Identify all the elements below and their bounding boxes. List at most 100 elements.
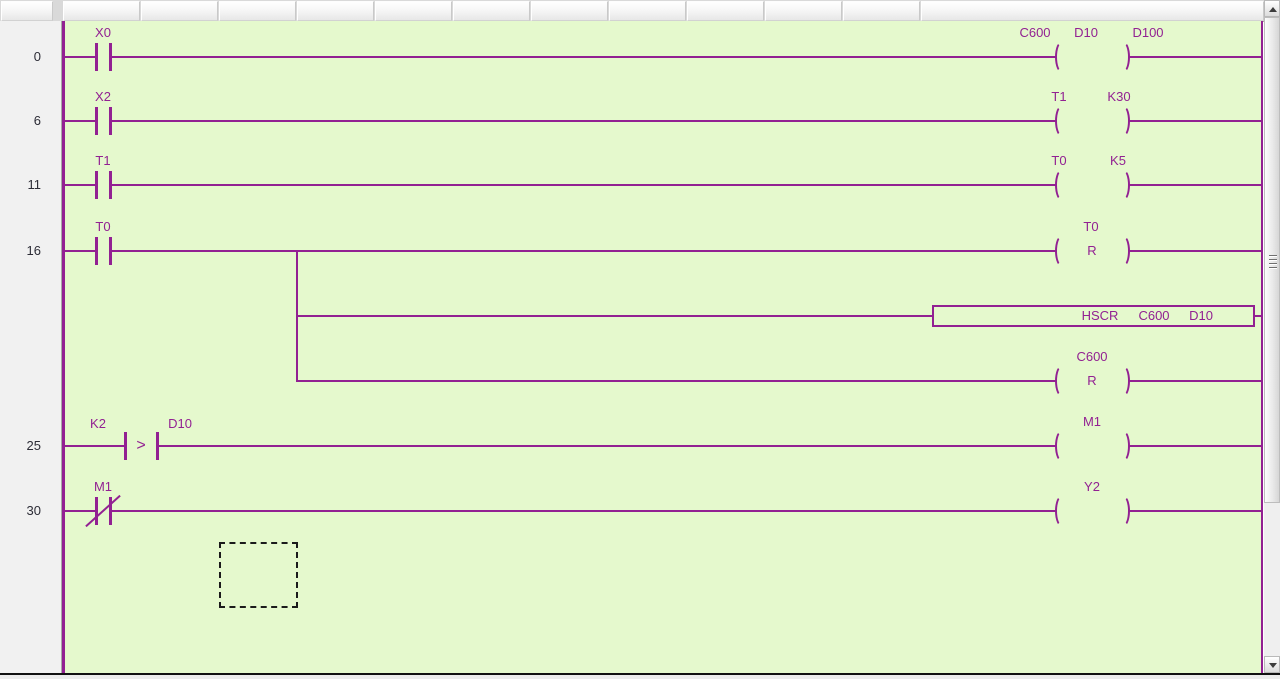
wire xyxy=(111,56,1056,58)
wire xyxy=(1129,120,1261,122)
block-word: C600 xyxy=(1138,308,1170,323)
coil-close-paren xyxy=(1116,41,1130,73)
scroll-down-button[interactable] xyxy=(1264,656,1280,673)
scroll-up-button[interactable] xyxy=(1264,0,1280,17)
coil-open-paren xyxy=(1055,365,1069,397)
scroll-down-icon xyxy=(1269,663,1277,668)
coil-inner-operand: R xyxy=(1087,373,1097,388)
edit-cursor-cell[interactable] xyxy=(219,542,298,608)
contact-label: T0 xyxy=(95,219,111,234)
step-number: 6 xyxy=(33,113,41,128)
coil-label: T1 xyxy=(1051,89,1067,104)
contact-bar xyxy=(95,43,98,71)
wire xyxy=(1255,315,1261,317)
header-cell xyxy=(609,1,686,21)
wire xyxy=(296,380,1056,382)
window-bottom-strip xyxy=(0,675,1280,679)
step-number: 16 xyxy=(26,243,41,258)
wire xyxy=(1129,380,1261,382)
header-cell xyxy=(141,1,218,21)
contact-label: M1 xyxy=(93,479,113,494)
contact-bar xyxy=(95,171,98,199)
header-cell xyxy=(843,1,920,21)
contact-bar xyxy=(109,237,112,265)
thumb-grip-line xyxy=(1269,259,1277,260)
coil-close-paren xyxy=(1116,495,1130,527)
coil-close-paren xyxy=(1116,430,1130,462)
coil-label: K5 xyxy=(1110,153,1126,168)
header-cell xyxy=(219,1,296,21)
contact-bar xyxy=(109,171,112,199)
coil-label: K30 xyxy=(1107,89,1131,104)
coil-label: C600 xyxy=(1076,349,1108,364)
header-corner-cell xyxy=(1,1,53,21)
step-number: 25 xyxy=(26,438,41,453)
header-cell xyxy=(687,1,764,21)
coil-label: Y2 xyxy=(1084,479,1100,494)
wire xyxy=(1129,184,1261,186)
contact-label: T1 xyxy=(95,153,111,168)
coil-label: C600 xyxy=(1019,25,1051,40)
wire xyxy=(296,315,932,317)
step-number-gutter: 0 6 11 16 25 30 xyxy=(0,21,62,673)
step-number: 0 xyxy=(33,49,41,64)
step-number: 30 xyxy=(26,503,41,518)
wire xyxy=(1129,445,1261,447)
coil-label: T0 xyxy=(1083,219,1099,234)
coil-open-paren xyxy=(1055,430,1069,462)
coil-close-paren xyxy=(1116,365,1130,397)
coil-open-paren xyxy=(1055,169,1069,201)
right-power-rail xyxy=(1261,21,1263,673)
wire xyxy=(158,445,1056,447)
wire xyxy=(64,250,96,252)
compare-right-operand: D10 xyxy=(168,416,192,431)
coil-open-paren xyxy=(1055,235,1069,267)
coil-close-paren xyxy=(1116,169,1130,201)
block-word: HSCR xyxy=(1081,308,1119,323)
wire xyxy=(64,120,96,122)
wire xyxy=(64,56,96,58)
function-block-hscr[interactable]: HSCR C600 D10 xyxy=(932,305,1255,327)
header-cell xyxy=(921,1,1264,21)
coil-label: D100 xyxy=(1132,25,1164,40)
coil-open-paren xyxy=(1055,41,1069,73)
wire xyxy=(64,445,126,447)
coil-open-paren xyxy=(1055,105,1069,137)
contact-bar xyxy=(156,432,159,460)
coil-close-paren xyxy=(1116,235,1130,267)
coil-inner-operand: R xyxy=(1087,243,1097,258)
grid-column-header xyxy=(0,0,1280,22)
coil-label: D10 xyxy=(1074,25,1098,40)
coil-label: T0 xyxy=(1051,153,1067,168)
contact-label: X0 xyxy=(95,25,111,40)
thumb-grip-line xyxy=(1269,267,1277,268)
left-power-rail xyxy=(62,21,65,673)
compare-left-operand: K2 xyxy=(90,416,106,431)
vertical-scrollbar[interactable] xyxy=(1264,0,1280,673)
block-word: D10 xyxy=(1189,308,1213,323)
contact-bar xyxy=(124,432,127,460)
wire xyxy=(111,510,1056,512)
header-cell xyxy=(63,1,140,21)
header-cell xyxy=(531,1,608,21)
coil-label: M1 xyxy=(1082,414,1102,429)
contact-bar xyxy=(95,107,98,135)
compare-operator: > xyxy=(136,437,146,454)
header-cell xyxy=(297,1,374,21)
contact-bar xyxy=(95,497,98,525)
header-cell xyxy=(765,1,842,21)
thumb-grip-line xyxy=(1269,263,1277,264)
wire xyxy=(1129,56,1261,58)
wire xyxy=(111,120,1056,122)
ladder-canvas[interactable]: X0 C600 D10 D100 X2 T1 xyxy=(62,21,1263,673)
wire xyxy=(111,184,1056,186)
header-cell xyxy=(453,1,530,21)
wire xyxy=(111,250,1056,252)
contact-bar xyxy=(109,497,112,525)
thumb-grip-line xyxy=(1269,255,1277,256)
scrollbar-thumb[interactable] xyxy=(1264,17,1280,503)
wire xyxy=(1129,250,1261,252)
coil-close-paren xyxy=(1116,105,1130,137)
contact-label: X2 xyxy=(95,89,111,104)
